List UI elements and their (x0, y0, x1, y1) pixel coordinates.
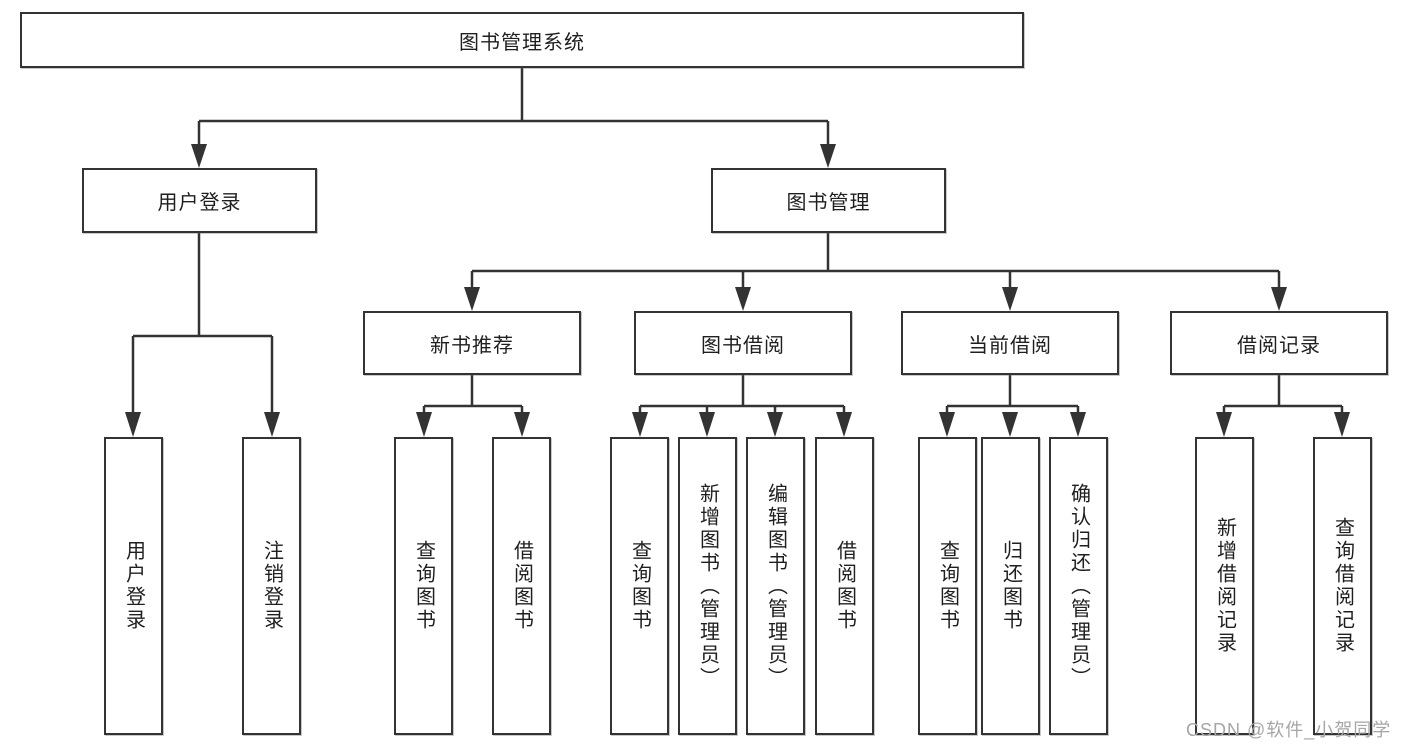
leaf-return-book-label: 归还图书 (999, 540, 1022, 632)
leaf-add-borrow-record-label: 新增借阅记录 (1213, 517, 1236, 655)
leaf-borrow-book: 借阅图书 (815, 437, 874, 735)
leaf-query-book-recommend: 查询图书 (394, 437, 453, 735)
node-user-login-label: 用户登录 (157, 192, 242, 214)
node-book-management: 图书管理 (711, 168, 946, 233)
leaf-query-borrow-record-label: 查询借阅记录 (1331, 517, 1354, 655)
leaf-edit-book-admin: 编辑图书（管理员） (746, 437, 805, 735)
leaf-return-book: 归还图书 (981, 437, 1040, 735)
leaf-query-book-recommend-label: 查询图书 (412, 540, 435, 632)
leaf-query-book-borrow: 查询图书 (610, 437, 669, 735)
leaf-user-login-label: 用户登录 (122, 540, 145, 632)
node-book-management-label: 图书管理 (786, 192, 871, 214)
leaf-logout-label: 注销登录 (260, 540, 283, 632)
leaf-edit-book-admin-label: 编辑图书（管理员） (764, 482, 787, 690)
leaf-borrow-book-recommend: 借阅图书 (492, 437, 551, 735)
leaf-logout: 注销登录 (242, 437, 301, 735)
node-current-borrow-label: 当前借阅 (968, 334, 1052, 357)
node-new-book-recommend-label: 新书推荐 (430, 334, 514, 357)
node-new-book-recommend: 新书推荐 (363, 311, 581, 375)
node-current-borrow: 当前借阅 (901, 311, 1119, 375)
leaf-confirm-return-admin: 确认归还（管理员） (1049, 437, 1108, 735)
leaf-query-book-current: 查询图书 (918, 437, 977, 735)
leaf-query-book-current-label: 查询图书 (936, 540, 959, 632)
leaf-query-book-borrow-label: 查询图书 (628, 540, 651, 632)
leaf-add-book-admin: 新增图书（管理员） (678, 437, 737, 735)
arrowheads (125, 144, 1350, 437)
node-user-login: 用户登录 (82, 168, 317, 233)
leaf-user-login: 用户登录 (104, 437, 163, 735)
node-library-system: 图书管理系统 (20, 12, 1024, 68)
leaf-add-borrow-record: 新增借阅记录 (1195, 437, 1254, 735)
node-borrow-record: 借阅记录 (1170, 311, 1388, 375)
node-book-borrow-label: 图书借阅 (701, 334, 785, 357)
leaf-add-book-admin-label: 新增图书（管理员） (696, 482, 719, 690)
node-borrow-record-label: 借阅记录 (1237, 334, 1321, 357)
node-library-system-label: 图书管理系统 (459, 31, 585, 54)
leaf-borrow-book-recommend-label: 借阅图书 (510, 540, 533, 632)
node-book-borrow: 图书借阅 (634, 311, 852, 375)
leaf-borrow-book-label: 借阅图书 (833, 540, 856, 632)
csdn-watermark: CSDN @软件_小贺同学 (1186, 720, 1392, 740)
leaf-confirm-return-admin-label: 确认归还（管理员） (1067, 482, 1090, 690)
leaf-query-borrow-record: 查询借阅记录 (1313, 437, 1372, 735)
